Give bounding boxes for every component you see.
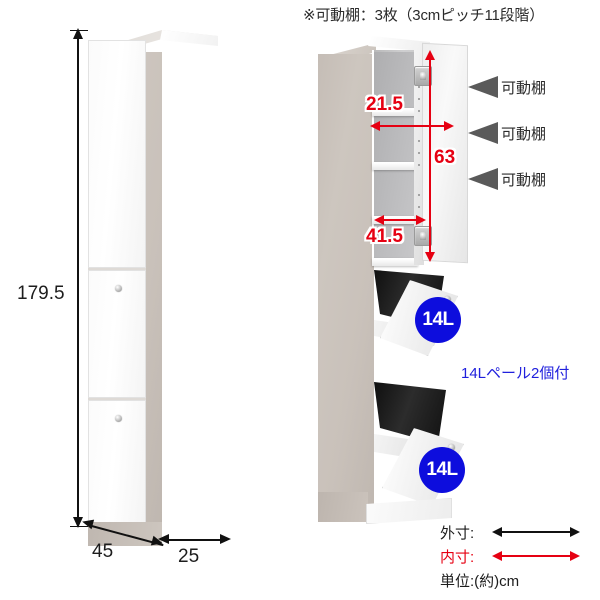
door-seam-1: [88, 268, 146, 270]
legend-arrow-head-left: [492, 527, 502, 537]
inner-width-line: [378, 125, 446, 128]
exterior-door-middle: [88, 270, 146, 398]
right-cabinet-side-panel: [318, 54, 374, 522]
legend-inner-arrow: [492, 550, 580, 562]
cabinet-back-panel: [374, 52, 414, 263]
exterior-cabinet-illustration: [88, 30, 218, 546]
legend-row-inner: 内寸:: [440, 544, 600, 568]
shelf-callout-label: 可動棚: [501, 79, 547, 97]
pail-bin-lower: [374, 382, 446, 444]
shelf-pin-hole: [418, 206, 420, 208]
legend-arrow-head-right: [570, 551, 580, 561]
shelf-callout-label: 可動棚: [501, 171, 547, 189]
shelf-callout-label: 可動棚: [501, 125, 547, 143]
height-dimension-line: [77, 34, 79, 524]
inner-height-label: 63: [434, 147, 456, 168]
callout-arrow-icon: [468, 76, 498, 98]
shelf-pin-hole: [418, 98, 420, 100]
shelf-pin-hole: [418, 152, 420, 154]
callout-arrow-icon: [468, 122, 498, 144]
inner-height-arrow-down: [425, 252, 435, 262]
inner-depth-label: 41.5: [366, 226, 403, 247]
inner-depth-arrow-right: [416, 215, 426, 225]
height-arrow-down: [73, 517, 83, 528]
inner-depth-line: [382, 219, 420, 222]
shelf-pin-hole: [418, 110, 420, 112]
inner-height-line: [429, 58, 432, 256]
header-note: ※可動棚：3枚（3cmピッチ11段階）: [303, 7, 545, 24]
adjustable-shelf-1: [372, 108, 418, 116]
legend-arrow-line: [501, 555, 571, 557]
cabinet-floor-shelf: [372, 258, 418, 266]
shelf-callout-2: 可動棚: [468, 122, 546, 144]
pail-badge-lower: 14L: [419, 447, 465, 493]
legend-arrow-head-right: [570, 527, 580, 537]
height-arrow-up: [73, 28, 83, 39]
width-arrow-right: [220, 534, 231, 544]
legend-inner-label: 内寸:: [440, 548, 475, 566]
door-knob-middle: [115, 285, 122, 292]
door-hinge-lower: [414, 226, 432, 246]
inner-depth-arrow-left: [374, 215, 384, 225]
shelf-pin-hole: [418, 86, 420, 88]
legend: 外寸: 内寸: 単位:(約)cm: [440, 520, 600, 591]
legend-row-outer: 外寸:: [440, 520, 600, 544]
right-cabinet-base-side: [318, 492, 368, 522]
right-cabinet-top-edge: [368, 36, 430, 50]
inner-height-arrow-up: [425, 50, 435, 60]
exterior-door-lower: [88, 400, 146, 526]
pail-included-note: 14Lペール2個付: [461, 365, 570, 382]
shelf-callout-1: 可動棚: [468, 76, 546, 98]
shelf-pin-hole: [418, 140, 420, 142]
exterior-door-upper: [88, 40, 146, 268]
inner-width-label: 21.5: [366, 94, 403, 115]
inner-width-arrow-right: [444, 121, 454, 131]
width-arrow-left: [158, 534, 169, 544]
pail-door-knob-lower: [448, 444, 455, 451]
cabinet-top-front-edge: [160, 30, 218, 46]
width-dimension-line: [165, 539, 227, 541]
door-knob-lower: [115, 415, 122, 422]
door-seam-2: [88, 398, 146, 400]
interior-cabinet-illustration: [318, 30, 533, 540]
inner-width-arrow-left: [370, 121, 380, 131]
legend-outer-arrow: [492, 526, 580, 538]
shelf-callout-3: 可動棚: [468, 168, 546, 190]
depth-dimension-label: 45: [92, 541, 114, 562]
width-dimension-label: 25: [178, 546, 200, 567]
pail-badge-upper: 14L: [415, 297, 461, 343]
height-dimension-label: 179.5: [17, 283, 65, 304]
legend-outer-label: 外寸:: [440, 524, 475, 542]
adjustable-shelf-2: [372, 162, 418, 170]
shelf-pin-hole: [418, 194, 420, 196]
legend-arrow-head-left: [492, 551, 502, 561]
callout-arrow-icon: [468, 168, 498, 190]
legend-unit-label: 単位:(約)cm: [440, 573, 520, 590]
shelf-pin-hole: [418, 164, 420, 166]
legend-arrow-line: [501, 531, 571, 533]
door-hinge-upper: [414, 66, 432, 86]
